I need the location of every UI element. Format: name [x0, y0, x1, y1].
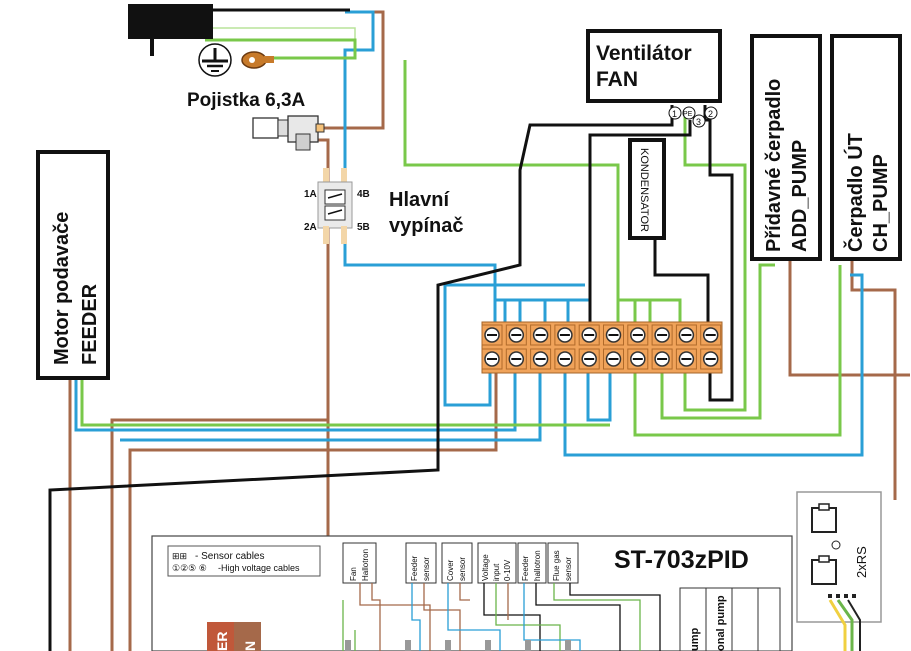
legend-sensor-symbol: ⊞⊞: [172, 551, 187, 561]
terminal-strip: [481, 321, 723, 374]
add-pump-label-1: Přídavné čerpadlo: [763, 79, 785, 252]
connector-voltage-3: 0-10V: [503, 559, 512, 581]
connector-voltage-1: Voltage: [481, 554, 490, 581]
fan-terminal-1: 1: [672, 109, 677, 119]
ch-pump-box: Čerpadlo ÚT CH_PUMP: [830, 34, 902, 261]
switch-terminal-4b: 4B: [357, 189, 370, 200]
add-pump-label-2: ADD_PUMP: [789, 140, 811, 252]
green-wires: [80, 27, 842, 437]
legend-sensor-text: - Sensor cables: [195, 551, 264, 562]
blue-wires: [74, 10, 864, 457]
fan-terminal-2: 2: [708, 109, 713, 119]
connector-feeder-sensor-1: Feeder: [410, 555, 419, 581]
feeder-label-1: Motor podavače: [51, 212, 73, 365]
connector-feeder-sensor-2: sensor: [422, 557, 431, 581]
fan-terminal-pe: PE: [683, 111, 693, 118]
feeder-motor-box: Motor podavače FEEDER: [36, 150, 110, 380]
connector-flue-gas-1: Flue gas: [552, 550, 561, 581]
feeder-bottom-label-2: N: [242, 641, 258, 651]
fuse-holder-icon: [252, 115, 325, 151]
switch-terminal-5b: 5B: [357, 222, 370, 233]
connector-cover-sensor-1: Cover: [446, 559, 455, 581]
controller-board: ST-703zPID ⊞⊞ - Sensor cables ①②⑤ ⑥ -Hig…: [151, 535, 793, 651]
switch-terminal-2a: 2A: [304, 222, 317, 233]
connector-fan-hallotron-2: Hallotron: [361, 549, 370, 581]
legend-hv-text: -High voltage cables: [218, 563, 300, 573]
ring-terminal-icon: [241, 51, 274, 69]
main-switch-label-2: vypínač: [389, 215, 463, 237]
add-pump-cut-label: onal pump: [715, 595, 727, 651]
legend-hv-symbol: ①②⑤ ⑥: [172, 563, 207, 573]
feeder-label-2: FEEDER: [79, 283, 101, 365]
rs-ports-label: 2xRS: [854, 546, 869, 578]
connector-flue-gas-2: sensor: [564, 557, 573, 581]
fan-label-2: FAN: [596, 68, 638, 91]
controller-model: ST-703zPID: [614, 546, 749, 574]
connector-feeder-hallotron-2: hallotron: [533, 550, 542, 581]
rs-ports-block: 2xRS: [796, 491, 882, 651]
switch-terminal-1a: 1A: [304, 189, 317, 200]
power-plug-icon: [128, 4, 213, 56]
condenser-box: KONDENSATOR: [628, 138, 666, 240]
pump-cut-label: ump: [689, 628, 701, 651]
ch-pump-label-2: CH_PUMP: [870, 154, 892, 252]
fan-box: Ventilátor FAN: [586, 29, 722, 103]
connector-voltage-2: input: [492, 563, 501, 581]
black-wires: [48, 8, 734, 651]
main-switch-label-1: Hlavní: [389, 189, 450, 211]
fan-label-1: Ventilátor: [596, 42, 692, 65]
ground-icon: [198, 43, 232, 77]
connector-cover-sensor-2: sensor: [458, 557, 467, 581]
fuse-label: Pojistka 6,3A: [187, 90, 306, 111]
connector-fan-hallotron-1: Fan: [349, 567, 358, 581]
add-pump-box: Přídavné čerpadlo ADD_PUMP: [750, 34, 822, 261]
ch-pump-label-1: Čerpadlo ÚT: [843, 133, 867, 252]
fan-terminals: 1 PE 3 2: [668, 106, 718, 128]
main-switch: [317, 168, 353, 244]
condenser-label: KONDENSATOR: [638, 148, 650, 232]
fan-terminal-3: 3: [696, 117, 701, 127]
connector-feeder-hallotron-1: Feeder: [521, 555, 530, 581]
feeder-bottom-label-1: ER: [214, 632, 230, 651]
